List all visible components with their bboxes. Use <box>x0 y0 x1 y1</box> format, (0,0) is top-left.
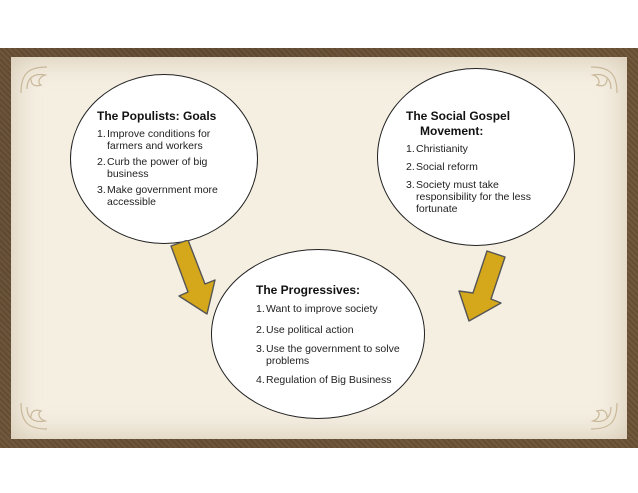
social-gospel-title: The Social Gospel Movement: <box>406 109 511 138</box>
populists-list: 1. Improve conditions for farmers and wo… <box>97 128 237 208</box>
progressives-circle: The Progressives: 1. Want to improve soc… <box>211 249 425 419</box>
corner-flourish-icon <box>20 402 48 430</box>
list-item: 2. Social reform <box>406 161 478 173</box>
list-item: 4. Regulation of Big Business <box>256 374 392 386</box>
progressives-list: 1. Want to improve society 2. Use politi… <box>256 303 414 386</box>
slide-frame: The Populists: Goals 1. Improve conditio… <box>0 48 638 448</box>
corner-flourish-icon <box>20 66 48 94</box>
list-item: 2. Curb the power of big business <box>97 156 208 180</box>
list-item: 3. Society must take responsibility for … <box>406 179 531 215</box>
progressives-title: The Progressives: <box>256 283 361 297</box>
corner-flourish-icon <box>590 402 618 430</box>
list-item: 1. Want to improve society <box>256 303 378 315</box>
social-gospel-circle: The Social Gospel Movement: 1. Christian… <box>377 68 575 246</box>
corner-flourish-icon <box>590 66 618 94</box>
list-item: 3. Make government more accessible <box>97 184 218 208</box>
list-item: 2. Use political action <box>256 324 354 336</box>
populists-title: The Populists: Goals <box>97 109 217 123</box>
populists-circle: The Populists: Goals 1. Improve conditio… <box>70 74 258 244</box>
list-item: 1. Improve conditions for farmers and wo… <box>97 128 211 152</box>
down-arrow-icon <box>458 250 506 322</box>
down-arrow-icon <box>170 240 216 315</box>
list-item: 1. Christianity <box>406 143 468 155</box>
list-item: 3. Use the government to solve problems <box>256 343 400 367</box>
slide-paper: The Populists: Goals 1. Improve conditio… <box>11 57 627 439</box>
social-gospel-list: 1. Christianity 2. Social reform 3. Soci… <box>406 143 546 215</box>
